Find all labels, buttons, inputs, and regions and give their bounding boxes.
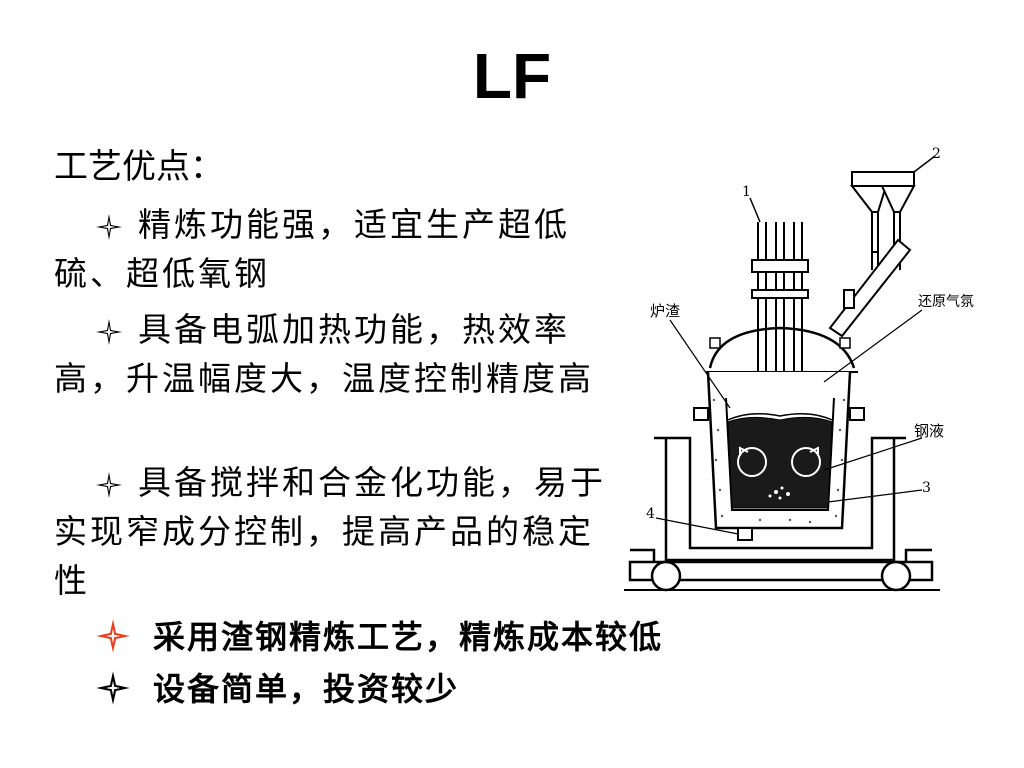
label-hopper-number: 2	[932, 146, 941, 162]
advantage-point-3: 具备搅拌和合金化功能，易于实现窄成分控制，提高产品的稳定性	[54, 458, 614, 605]
alloy-hoppers	[849, 171, 916, 270]
label-reducing-gas: 还原气氛	[918, 294, 974, 310]
ladle-furnace-diagram: 1 2 炉渣 还原气氛 钢液 3 4	[624, 146, 974, 592]
label-slag: 炉渣	[650, 302, 680, 320]
label-electrode-number: 1	[742, 184, 751, 200]
advantage-point-4: 采用渣钢精炼工艺，精炼成本较低	[95, 613, 663, 661]
label-molten-steel: 钢液	[914, 422, 944, 440]
four-point-star-icon	[96, 671, 130, 705]
electrodes	[751, 222, 809, 412]
advantage-point-3-text: 具备搅拌和合金化功能，易于实现窄成分控制，提高产品的稳定性	[54, 463, 606, 600]
slide-title: LF	[472, 40, 552, 112]
advantage-point-1-text: 精炼功能强，适宜生产超低硫、超低氧钢	[54, 205, 570, 293]
advantage-point-5-text: 设备简单，投资较少	[153, 670, 460, 708]
advantage-point-5: 设备简单，投资较少	[95, 665, 459, 713]
ladle-car	[628, 436, 934, 582]
advantage-point-2: 具备电弧加热功能，热效率高，升温幅度大，温度控制精度高	[54, 305, 614, 403]
four-point-star-icon	[96, 472, 122, 498]
label-car-number: 4	[646, 506, 655, 522]
four-point-star-icon	[96, 214, 122, 240]
advantages-heading: 工艺优点：	[54, 147, 224, 187]
four-point-star-icon	[96, 319, 122, 345]
advantage-point-1: 精炼功能强，适宜生产超低硫、超低氧钢	[54, 200, 614, 298]
label-porous-plug-number: 3	[922, 480, 931, 496]
four-point-star-icon	[96, 619, 130, 653]
advantage-point-2-text: 具备电弧加热功能，热效率高，升温幅度大，温度控制精度高	[54, 310, 594, 398]
advantage-point-4-text: 采用渣钢精炼工艺，精炼成本较低	[153, 618, 664, 656]
